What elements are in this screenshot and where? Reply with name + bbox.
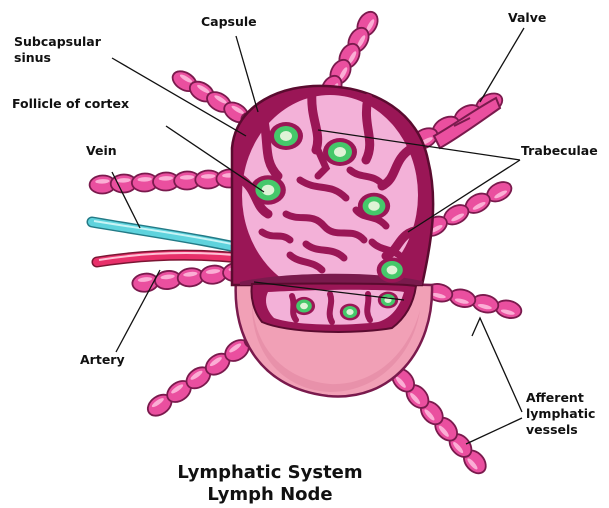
label-afferent-line1: Afferent bbox=[526, 390, 584, 405]
follicle bbox=[269, 122, 303, 150]
leader-valve bbox=[480, 28, 524, 102]
label-follicle-of-cortex: Follicle of cortex bbox=[12, 96, 129, 111]
vessel-bead bbox=[494, 298, 523, 321]
label-valve: Valve bbox=[508, 10, 546, 25]
label-afferent-line3: vessels bbox=[526, 422, 578, 437]
vessel-lower-right bbox=[425, 281, 523, 320]
label-vein: Vein bbox=[86, 143, 117, 158]
follicle bbox=[323, 138, 357, 166]
follicle bbox=[358, 193, 390, 220]
label-afferent-lymphatic-vessels: Afferent lymphatic vessels bbox=[526, 390, 600, 437]
label-capsule: Capsule bbox=[201, 14, 257, 29]
vessel-bottom-right bbox=[388, 364, 490, 477]
label-trabeculae: Trabeculae bbox=[521, 143, 598, 158]
follicle bbox=[250, 175, 286, 204]
leader-capsule bbox=[236, 36, 258, 112]
caption: Lymphatic System Lymph Node bbox=[177, 462, 362, 505]
caption-subtitle: Lymph Node bbox=[207, 484, 332, 505]
leader-afferent bbox=[472, 318, 522, 412]
label-artery: Artery bbox=[80, 352, 125, 367]
follicle bbox=[340, 304, 360, 321]
label-subcapsular-sinus: Subcapsular sinus bbox=[14, 34, 105, 65]
label-afferent-line2: lymphatic bbox=[526, 406, 595, 421]
vessel-bead bbox=[471, 292, 500, 315]
follicle bbox=[377, 257, 408, 282]
label-subcapsular-line2: sinus bbox=[14, 50, 51, 65]
vessel-bead bbox=[448, 287, 477, 310]
caption-title: Lymphatic System bbox=[177, 462, 362, 483]
leader-afferent-2 bbox=[466, 418, 522, 444]
follicle bbox=[293, 297, 315, 315]
label-subcapsular-line1: Subcapsular bbox=[14, 34, 102, 49]
follicle bbox=[378, 292, 398, 309]
